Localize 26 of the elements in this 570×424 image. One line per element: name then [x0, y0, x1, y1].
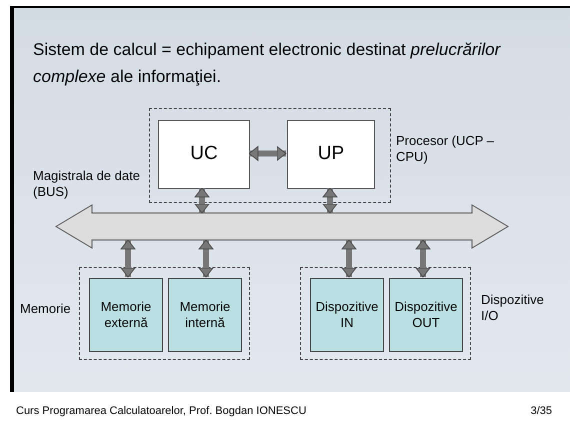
slide-title: Sistem de calcul = echipament electronic destinat prelucrărilor complexe ale informaţiei. [33, 39, 502, 88]
device-box [310, 278, 384, 352]
unit-box [287, 120, 375, 189]
double-arrow [120, 240, 136, 278]
device-box [168, 278, 242, 352]
double-arrow [416, 240, 430, 278]
node-text: UP [318, 142, 344, 166]
unit-box [158, 120, 250, 189]
footer-text: Curs Programarea Calculatoarelor, Prof. Bogdan IONESCU [16, 404, 306, 419]
double-arrow [248, 146, 286, 161]
bus-label: Magistrala de date (BUS) [33, 168, 141, 200]
double-arrow [342, 240, 356, 278]
node-text: Memorie externă [100, 299, 152, 331]
group-label: Memorie [20, 301, 72, 317]
node-text: Dispozitive IN [314, 299, 380, 331]
page-number: 3/35 [530, 404, 552, 419]
group-label: Dispozitive I/O [481, 292, 545, 324]
node-text: UC [190, 142, 218, 166]
group-label: Procesor (UCP – CPU) [396, 133, 496, 165]
node-text: Memorie internă [178, 299, 232, 331]
device-box [389, 278, 463, 352]
double-arrow [322, 188, 338, 214]
double-arrow [194, 188, 210, 214]
double-arrow [198, 240, 214, 278]
node-text: Dispozitive OUT [394, 299, 458, 331]
device-box [89, 278, 163, 352]
